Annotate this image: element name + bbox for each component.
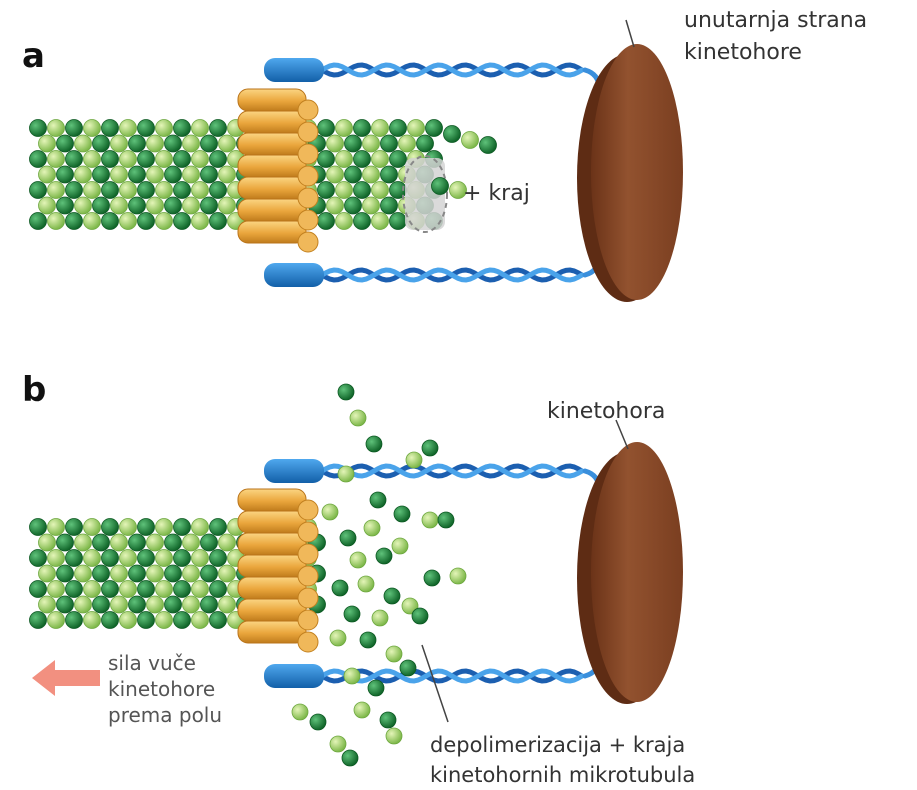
dam1-ring [238, 89, 318, 252]
kinetochore-label: kinetohora [547, 398, 665, 425]
depolymerization-label: depolimerizacija + kraja kinetohornih mi… [430, 730, 695, 790]
inner-kinetochore-label: unutarnja strana kinetohore [684, 5, 867, 69]
panel-a [30, 20, 684, 302]
pull-force-label: sila vuče kinetohore prema polu [108, 650, 222, 728]
leader-line-depolymerization [422, 645, 448, 722]
inner-kinetochore-disc [577, 44, 683, 302]
pull-arrow [32, 660, 100, 696]
panel-b-letter: b [22, 370, 46, 410]
leader-line-inner [626, 20, 634, 47]
panel-a-letter: a [22, 36, 45, 76]
plus-end-label: + kraj [463, 180, 530, 207]
kinetochore-disc [577, 442, 683, 704]
dam1-ring [238, 489, 318, 652]
microtubule-lattice [30, 120, 443, 230]
